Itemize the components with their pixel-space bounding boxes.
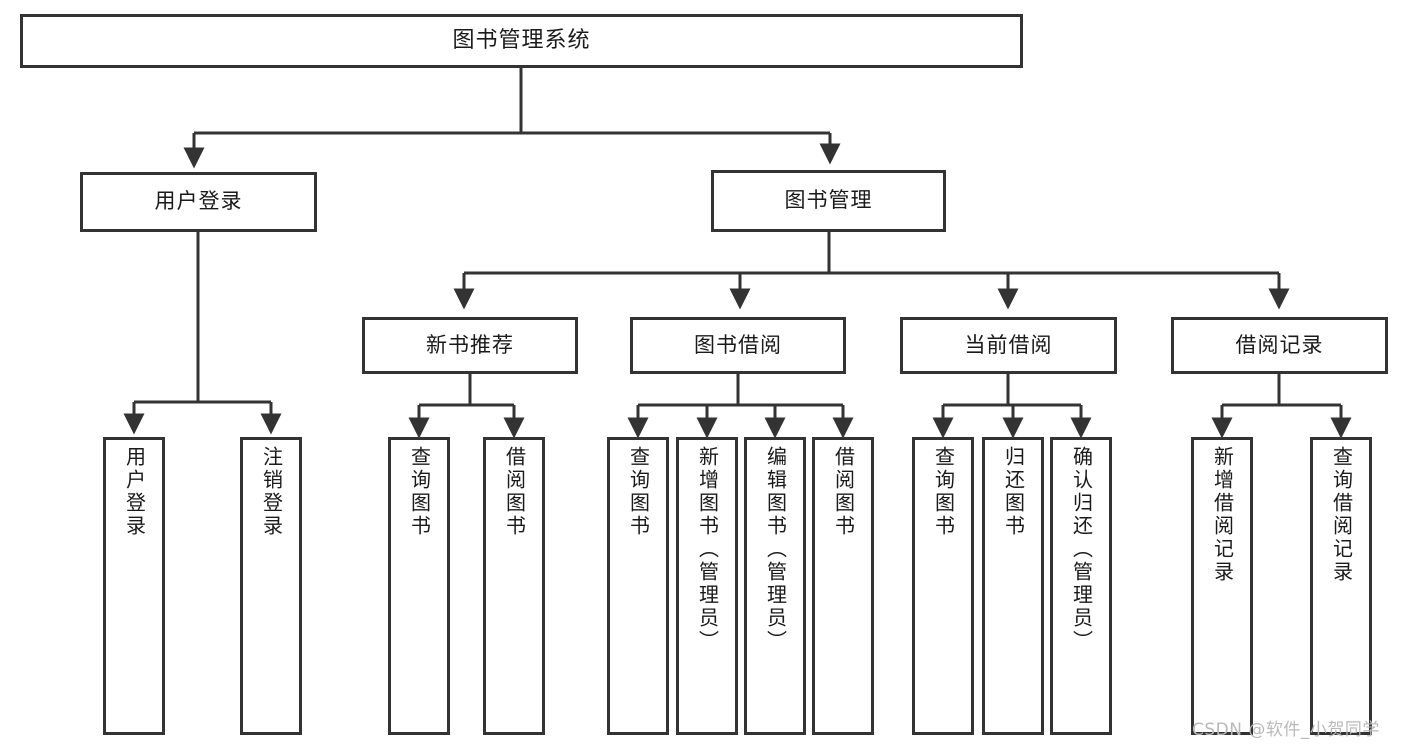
node-label: 用户登录 — [122, 446, 147, 538]
node-book-borrow[interactable]: 图书借阅 — [630, 317, 846, 374]
node-leaf-edit-book[interactable]: 编辑图书（管理员） — [744, 437, 806, 735]
node-label: 当前借阅 — [964, 332, 1053, 357]
node-label: 查询图书 — [626, 446, 651, 538]
node-leaf-return-book[interactable]: 归还图书 — [982, 437, 1044, 735]
node-label: 注销登录 — [259, 446, 284, 538]
node-leaf-query-record[interactable]: 查询借阅记录 — [1310, 437, 1372, 735]
node-label: 借阅记录 — [1235, 332, 1324, 357]
node-label: 归还图书 — [1001, 446, 1026, 538]
node-label: 新书推荐 — [426, 332, 514, 357]
node-label: 图书借阅 — [694, 332, 782, 357]
node-label: 查询借阅记录 — [1329, 446, 1354, 584]
node-leaf-user-logout[interactable]: 注销登录 — [240, 437, 302, 735]
node-leaf-add-record[interactable]: 新增借阅记录 — [1191, 437, 1253, 735]
node-leaf-user-login[interactable]: 用户登录 — [103, 437, 165, 735]
node-label: 确认归还（管理员） — [1069, 446, 1094, 653]
node-user-login[interactable]: 用户登录 — [80, 172, 317, 232]
node-label: 用户登录 — [154, 189, 243, 214]
node-borrow-records[interactable]: 借阅记录 — [1171, 317, 1388, 374]
node-label: 新增图书（管理员） — [695, 446, 720, 653]
node-label: 图书管理系统 — [452, 27, 591, 53]
node-leaf-borrow-book-2[interactable]: 借阅图书 — [812, 437, 874, 735]
node-current-borrow[interactable]: 当前借阅 — [900, 317, 1117, 374]
node-new-book-recommend[interactable]: 新书推荐 — [362, 317, 578, 374]
node-label: 图书管理 — [784, 188, 873, 213]
node-book-management[interactable]: 图书管理 — [711, 170, 946, 232]
node-label: 借阅图书 — [502, 446, 527, 538]
node-leaf-confirm-return[interactable]: 确认归还（管理员） — [1050, 437, 1112, 735]
node-label: 查询图书 — [931, 446, 956, 538]
node-label: 新增借阅记录 — [1210, 446, 1235, 584]
node-leaf-borrow-book-1[interactable]: 借阅图书 — [483, 437, 545, 735]
node-leaf-query-book-1[interactable]: 查询图书 — [388, 437, 450, 735]
node-label: 编辑图书（管理员） — [763, 446, 788, 653]
node-leaf-query-book-3[interactable]: 查询图书 — [912, 437, 974, 735]
node-leaf-add-book[interactable]: 新增图书（管理员） — [676, 437, 738, 735]
node-leaf-query-book-2[interactable]: 查询图书 — [607, 437, 669, 735]
csdn-watermark: CSDN @软件_小贺同学 — [1192, 720, 1380, 740]
node-label: 借阅图书 — [831, 446, 856, 538]
node-label: 查询图书 — [407, 446, 432, 538]
node-root[interactable]: 图书管理系统 — [20, 14, 1023, 68]
